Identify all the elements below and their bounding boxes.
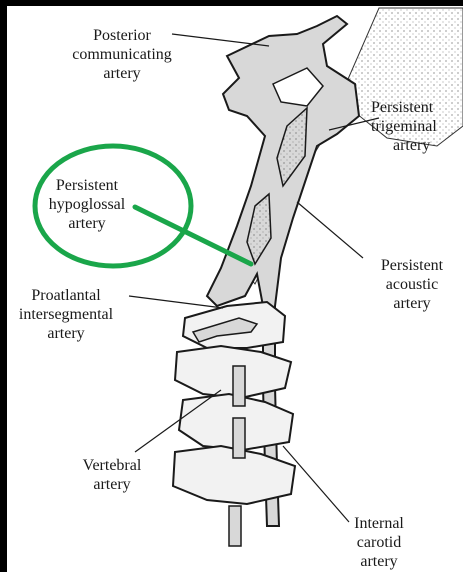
anatomy-diagram: Posterior communicating artery Persisten… — [7, 6, 463, 572]
vertebral-artery-segment — [229, 506, 241, 546]
label-persistent-acoustic-artery: Persistent acoustic artery — [367, 256, 457, 313]
vertebral-artery-segment — [233, 418, 245, 458]
label-vertebral-artery: Vertebral artery — [67, 456, 157, 494]
label-persistent-hypoglossal-artery: Persistent hypoglossal artery — [37, 176, 137, 233]
label-posterior-communicating-artery: Posterior communicating artery — [67, 26, 177, 83]
label-internal-carotid-artery: Internal carotid artery — [339, 514, 419, 571]
vertebral-artery-segment — [233, 366, 245, 406]
label-proatlantal-intersegmental-artery: Proatlantal intersegmental artery — [7, 286, 125, 343]
label-persistent-trigeminal-artery: Persistent trigeminal artery — [371, 98, 461, 155]
